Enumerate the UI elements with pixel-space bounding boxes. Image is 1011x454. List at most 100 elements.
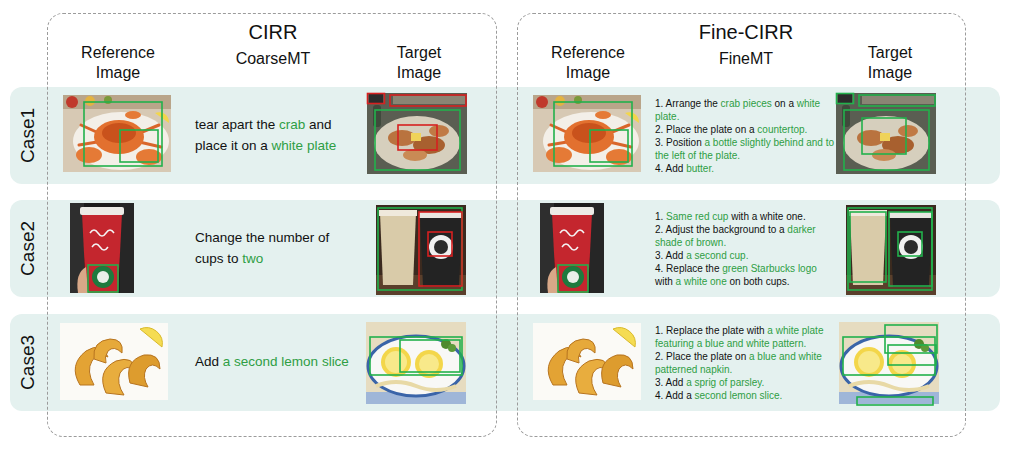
text-run: the — [703, 263, 720, 274]
text-run: on — [732, 351, 746, 362]
target-photo — [846, 205, 936, 295]
text-run: Case1 — [17, 108, 38, 163]
text-run: Position — [663, 137, 701, 148]
text-run: two — [239, 251, 264, 266]
text-run: crab — [718, 98, 740, 109]
text-run: white — [773, 325, 799, 336]
text-run: the — [696, 150, 713, 161]
fine-instruction: 1. Arrange the crab pieces on a white pl… — [655, 97, 837, 123]
text-run: second — [230, 354, 277, 369]
text-run: Image — [566, 64, 610, 81]
text-run: plate. — [713, 150, 740, 161]
text-column: tear apart the crab and place it on a wh… — [195, 87, 367, 184]
band-fill — [10, 314, 1000, 411]
text-run: and — [724, 338, 743, 349]
text-run: and — [776, 351, 795, 362]
text-run: CoarseMT — [236, 50, 311, 67]
bounding-box — [378, 208, 462, 290]
text-run: to — [823, 137, 834, 148]
text-run: 4. — [655, 163, 663, 174]
bounding-box — [848, 208, 932, 290]
text-run: Case3 — [17, 335, 38, 390]
text-run: Replace — [663, 325, 702, 336]
text-run: cup — [709, 211, 728, 222]
text-run: a — [683, 390, 691, 401]
text-run: FineMT — [719, 50, 773, 67]
target-photo — [366, 322, 466, 404]
text-run: to — [224, 251, 239, 266]
case3-images — [60, 322, 939, 404]
text-run: on — [732, 124, 746, 135]
text-run: the — [655, 150, 669, 161]
text-run: Image — [868, 64, 912, 81]
text-holder: CoarseMT — [188, 49, 358, 69]
text-holder: Fine-CIRR — [656, 20, 836, 44]
text-run: with — [744, 325, 765, 336]
text-run: butter. — [683, 163, 714, 174]
text-run: on — [238, 138, 257, 153]
text-run: Add — [663, 250, 683, 261]
text-run: plate — [799, 325, 823, 336]
text-run: Target — [397, 44, 441, 61]
text-run: a — [786, 98, 794, 109]
text-holder: CIRR — [183, 20, 363, 44]
text-run: a — [765, 325, 773, 336]
text-run: on — [727, 276, 741, 287]
text-run: green — [720, 263, 748, 274]
text-holder: Reference Image — [538, 43, 638, 82]
text-run: 1. — [655, 325, 663, 336]
bounding-box — [398, 125, 437, 150]
text-run: Place — [663, 124, 691, 135]
text-run: the — [691, 124, 708, 135]
text-run: shade — [655, 237, 682, 248]
text-run: one — [707, 276, 726, 287]
text-run: slightly — [737, 137, 770, 148]
bounding-box — [375, 110, 460, 170]
target-photo — [367, 93, 467, 174]
fine-instruction: 2. Adjust the background to a darker sha… — [655, 223, 837, 249]
bounding-box — [837, 94, 854, 104]
panel-title: Fine-CIRR — [656, 20, 836, 44]
target-photo — [376, 205, 466, 295]
target-photo — [836, 93, 936, 174]
text-run: lemon — [278, 354, 319, 369]
bounding-box — [862, 118, 906, 154]
text-column: 1. Replace the plate with a white plate … — [655, 314, 837, 411]
text-column: Change the number of cups to two — [195, 200, 355, 297]
text-run: a — [749, 211, 757, 222]
text-run: 3. — [655, 137, 663, 148]
band-fill — [10, 87, 1000, 184]
text-run: 3. — [655, 250, 663, 261]
text-run: background — [710, 224, 765, 235]
text-run: of — [314, 230, 329, 245]
text-holder: Target Image — [849, 43, 931, 82]
fine-instruction: 2. Place the plate on a countertop. — [655, 123, 837, 136]
text-run: cups. — [763, 276, 790, 287]
text-run: place — [195, 138, 227, 153]
bounding-box — [390, 95, 466, 106]
text-run: of — [685, 150, 696, 161]
coarse-instruction: tear apart the crab and place it on a wh… — [195, 115, 367, 156]
case-row-band: Case1 tear apart the crab and place it on… — [10, 87, 1000, 184]
text-run: with — [728, 211, 749, 222]
bounding-box — [889, 212, 932, 286]
bounding-box — [888, 345, 936, 365]
fine-instruction: 1. Replace the plate with a white plate … — [655, 324, 837, 350]
text-column: 1. Arrange the crab pieces on a white pl… — [655, 87, 837, 184]
text-run: 3. — [655, 377, 663, 388]
fine-instruction: 3. Add a sprig of parsley. — [655, 376, 837, 389]
text-run: darker — [785, 224, 816, 235]
text-run: on — [772, 98, 786, 109]
text-run: it — [227, 138, 238, 153]
reference-photo — [540, 203, 604, 293]
text-run: and — [803, 137, 822, 148]
target-photo — [839, 322, 939, 404]
text-run: white — [757, 211, 783, 222]
band-fill — [10, 200, 1000, 297]
text-run: a — [746, 124, 754, 135]
coarse-instruction: Add a second lemon slice — [195, 352, 367, 372]
case-row-band: Case3 Add a second lemon slice 1. Replace … — [10, 314, 1000, 411]
bounding-box — [850, 212, 886, 282]
text-run: featuring — [655, 338, 694, 349]
text-run: plate — [720, 325, 744, 336]
